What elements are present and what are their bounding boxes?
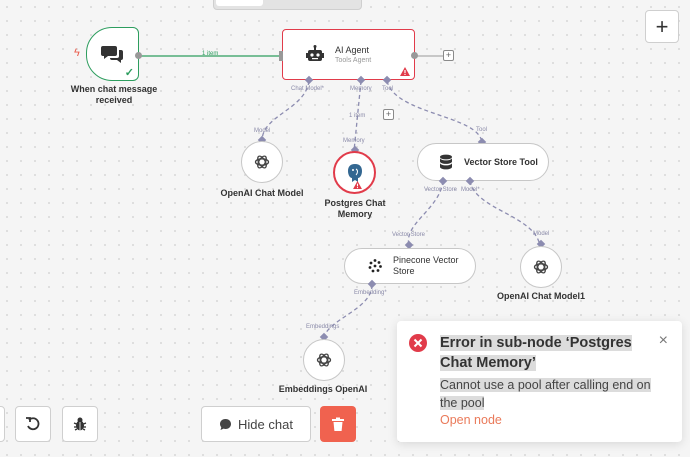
debug-button[interactable] (62, 406, 98, 442)
error-toast: × Error in sub-node ‘Postgres Chat Memor… (397, 321, 682, 442)
toast-title: Error in sub-node ‘Postgres Chat Memory’ (440, 335, 632, 371)
embeddings-in-label: Embeddings (306, 324, 340, 330)
chat-model-connection (261, 80, 310, 142)
openai-icon (254, 155, 270, 169)
model1-in-label: Model (533, 231, 550, 237)
embedding-connection (323, 284, 373, 340)
undo-button[interactable] (15, 406, 51, 442)
chat-bubble-icon (220, 418, 232, 430)
open-node-link[interactable]: Open node (440, 413, 502, 427)
top-tab[interactable] (213, 0, 362, 10)
warning-icon (400, 67, 410, 76)
memory-in-label: Memory (343, 138, 365, 144)
agent-output-port[interactable] (411, 52, 418, 59)
openai-chat-model1-node[interactable] (520, 246, 562, 288)
warning-icon (353, 181, 362, 189)
zoom-control-partial[interactable] (0, 406, 5, 442)
postgres-chat-memory-node[interactable] (333, 151, 376, 194)
tool-agent-connection (386, 80, 483, 144)
toast-message: Cannot use a pool after calling end on t… (440, 378, 651, 410)
postgres-chat-memory-label: Postgres Chat Memory (324, 198, 386, 219)
delete-button[interactable] (320, 406, 356, 442)
memory-items-label: 1 item (349, 113, 366, 119)
bug-icon (73, 417, 87, 431)
ai-agent-subtitle: Tools Agent (335, 57, 372, 64)
trigger-bolt-icon: ϟ (74, 47, 80, 59)
robot-icon (306, 44, 324, 61)
memory-port-label: Memory (350, 86, 372, 92)
tool-in-label: Tool (476, 127, 488, 133)
chat-trigger-node[interactable]: ✓ (86, 27, 139, 81)
openai-chat-model1-label: OpenAI Chat Model1 (496, 291, 585, 301)
chat-model-port-label: Chat Model* (291, 86, 325, 92)
success-check-icon: ✓ (124, 67, 134, 79)
embeddings-openai-label: Embeddings OpenAI (278, 384, 368, 394)
toast-close-button[interactable]: × (658, 332, 668, 349)
chat-bubbles-icon (100, 46, 123, 63)
undo-icon (26, 417, 40, 431)
tool-port-label: Tool (382, 86, 394, 92)
pinecone-icon (368, 259, 382, 273)
database-icon (440, 154, 452, 169)
vst-model-connection (469, 180, 541, 247)
main-connection-label: 1 item (202, 51, 219, 57)
embedding-port-label: Embedding* (354, 290, 387, 296)
vector-store-tool-node[interactable]: Vector Store Tool (417, 143, 549, 181)
openai-icon (533, 260, 549, 274)
error-icon (409, 334, 427, 352)
memory-connection (353, 80, 362, 152)
vector-store-tool-title: Vector Store Tool (464, 157, 538, 167)
chat-trigger-label: When chat message received (70, 84, 158, 105)
vst-model-label: Model* (461, 187, 480, 193)
openai-icon (316, 353, 332, 367)
pinecone-vector-store-node[interactable]: Pinecone Vector Store (344, 248, 476, 284)
add-node-panel-button[interactable]: + (645, 10, 679, 43)
ai-agent-node[interactable]: AI Agent Tools Agent (282, 29, 415, 80)
openai-chat-model-label: OpenAI Chat Model (220, 188, 304, 198)
agent-input-port[interactable] (279, 51, 283, 61)
top-tab-active[interactable] (216, 0, 263, 6)
trash-icon (332, 417, 344, 431)
postgres-elephant-icon (347, 163, 362, 182)
model-in-label: Model (254, 128, 271, 134)
vector-store-in-label: Vector Store (392, 232, 426, 238)
pinecone-vector-store-title: Pinecone Vector Store (393, 255, 459, 276)
add-tool-button[interactable]: + (383, 109, 394, 120)
ai-agent-title: AI Agent (335, 45, 370, 55)
trigger-output-port[interactable] (135, 52, 142, 59)
embeddings-openai-node[interactable] (303, 339, 345, 381)
vst-vector-store-label: Vector Store (424, 187, 458, 193)
hide-chat-button[interactable]: Hide chat (201, 406, 311, 442)
hide-chat-label: Hide chat (238, 416, 293, 432)
openai-chat-model-node[interactable] (241, 141, 283, 183)
add-node-button[interactable]: + (443, 50, 454, 61)
